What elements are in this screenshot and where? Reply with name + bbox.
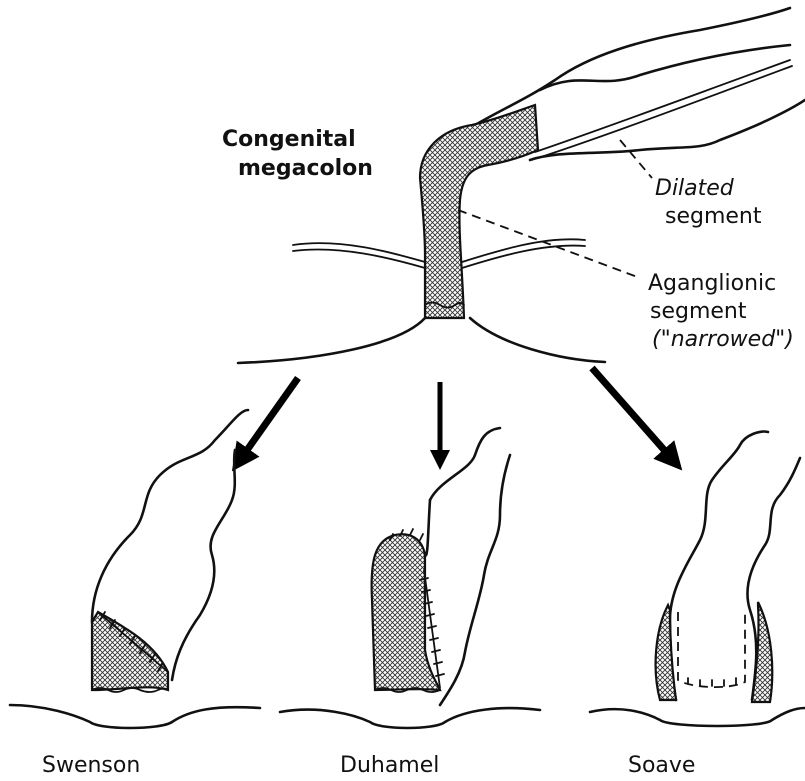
swenson-illustration: Swenson (10, 410, 260, 778)
duhamel-illustration: Duhamel (280, 428, 540, 778)
swenson-anastomosis-hatched (92, 612, 168, 690)
dilated-label-line-2: segment (665, 204, 762, 229)
duhamel-colon-left-wall (425, 500, 430, 556)
pelvic-floor-curve (238, 318, 605, 363)
aganglionic-label-line-2: segment (650, 299, 747, 324)
dilated-label-line-1: Dilated (655, 176, 735, 201)
procedure-arrows (240, 368, 673, 460)
arrow-to-swenson (240, 378, 298, 460)
aganglionic-label-line-3: ("narrowed") (652, 327, 794, 352)
aganglionic-leader-line (458, 210, 640, 278)
megacolon-illustration: Congenital megacolon Dilated segment Aga… (222, 8, 805, 363)
soave-pulled-through-outline (678, 612, 745, 687)
soave-pelvic-floor (590, 708, 805, 726)
soave-suture-ticks (688, 678, 736, 686)
title-line-2: megacolon (238, 156, 373, 181)
duhamel-pelvic-floor (280, 708, 540, 728)
procedure-label-swenson: Swenson (42, 753, 140, 778)
swenson-pelvic-floor (10, 705, 260, 728)
soave-muscular-cuff-left (656, 605, 676, 700)
duhamel-colon-outline (430, 428, 510, 705)
aganglionic-segment (420, 105, 538, 318)
arrow-to-soave (592, 368, 673, 460)
soave-illustration: Soave (590, 432, 805, 778)
dilated-leader-line (620, 140, 652, 178)
aganglionic-label-line-1: Aganglionic (648, 271, 776, 296)
soave-colon-outline (670, 432, 800, 700)
title-line-1: Congenital (222, 127, 356, 152)
dilated-inner-line-a (535, 60, 790, 152)
procedure-label-duhamel: Duhamel (340, 753, 439, 778)
procedure-label-soave: Soave (628, 753, 695, 778)
